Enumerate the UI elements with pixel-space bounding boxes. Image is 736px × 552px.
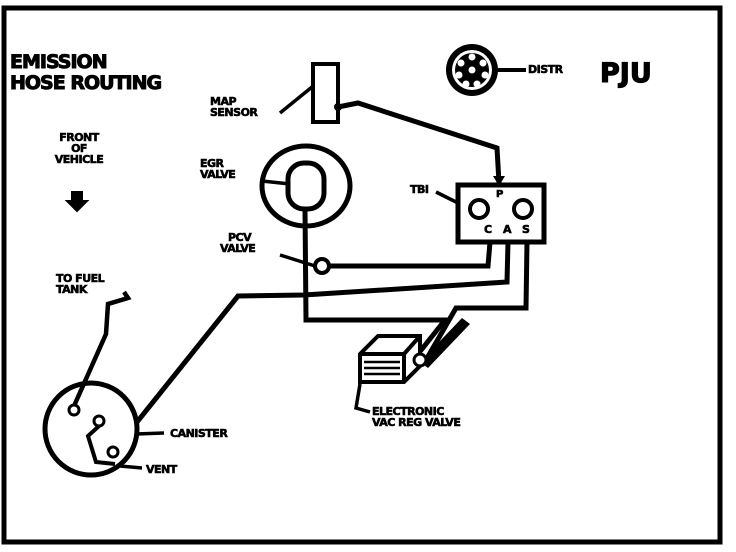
front-line-1: FRONT [59,131,100,144]
front-line-3: VEHICLE [54,153,104,166]
evrv-line-2: VAC REG VALVE [372,416,461,429]
tbi-unit [435,182,547,245]
map-sensor-line-1: MAP [210,95,237,108]
egr-line-2: VALVE [200,168,236,181]
map-sensor-label: MAP SENSOR [210,95,258,119]
front-line-2: OF [71,142,88,155]
hose-egr-to-evrv [302,208,451,356]
tbi-label: TBI [410,183,430,196]
title-line-1: EMISSION [9,51,108,73]
map-sensor-line-2: SENSOR [210,106,258,119]
tbi-port-a: A [503,223,512,236]
fuel-line-1: TO FUEL [56,272,105,285]
hose-map-to-tbi [337,100,502,184]
vent-label: VENT [146,463,178,476]
pcv-valve [279,253,331,275]
engine-code: PJU [599,58,652,89]
map-sensor [278,62,342,124]
fuel-tank-label: TO FUEL TANK [56,272,105,296]
pcv-line-1: PCV [228,231,252,244]
pcv-valve-label: PCV VALVE [220,231,256,255]
fuel-line-2: TANK [56,283,88,296]
diagram-title: EMISSION HOSE ROUTING [9,51,162,94]
hose-tbi-s-to-evrv [423,241,530,362]
canister [42,380,165,478]
front-arrow-icon [64,191,90,213]
evrv-unit [354,318,470,414]
evrv-line-1: ELECTRONIC [372,405,445,418]
evrv-label: ELECTRONIC VAC REG VALVE [372,405,461,429]
hose-to-fuel-tank [71,290,132,407]
frame [1,5,723,545]
hose-pcv-to-tbi-c [329,241,493,269]
hose-tbi-a-to-evrv [111,241,511,454]
tbi-port-p: P [496,189,504,200]
distributor-icon [446,44,526,96]
title-line-2: HOSE ROUTING [9,72,162,94]
front-of-vehicle-label: FRONT OF VEHICLE [40,131,118,166]
egr-valve-label: EGR VALVE [200,157,236,181]
tbi-port-c: C [484,223,493,236]
pcv-line-2: VALVE [220,242,256,255]
distr-label: DISTR [528,63,564,76]
canister-label: CANISTER [170,427,228,440]
hose-arrow [493,176,505,186]
egr-line-1: EGR [200,157,225,170]
tbi-port-s: S [522,223,531,236]
